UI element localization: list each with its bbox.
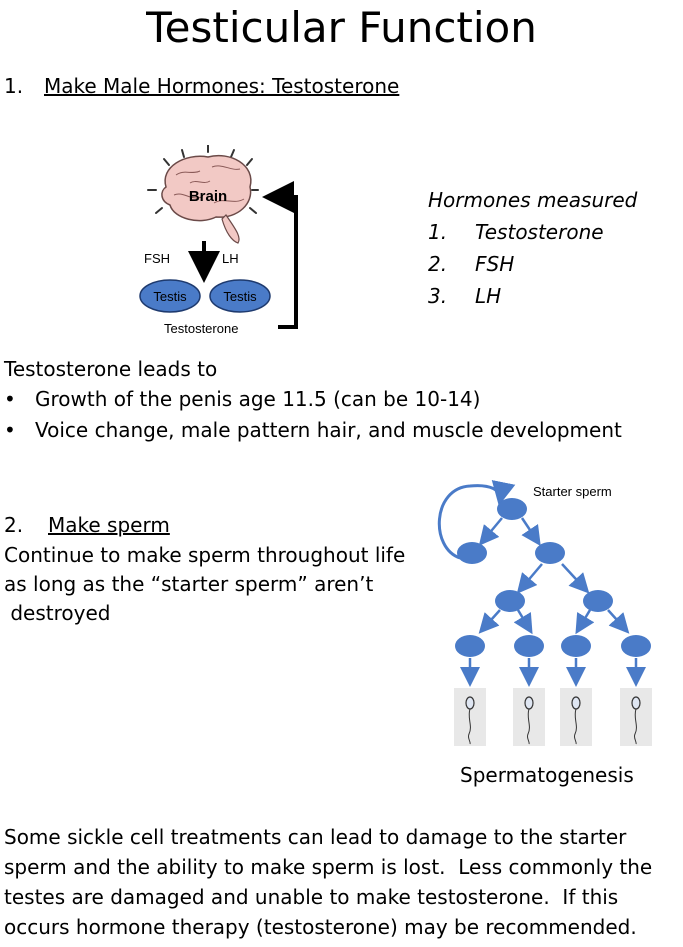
cell [535,542,565,564]
sperm-description: Continue to make sperm throughout life a… [4,543,406,625]
section-1-title: Make Male Hormones: Testosterone [44,74,400,98]
testosterone-label: Testosterone [164,321,238,336]
section-2-heading: 2. Make sperm [4,512,170,538]
cells [455,498,651,657]
list-item: •Growth of the penis age 11.5 (can be 10… [4,384,622,415]
bullet-icon: • [4,418,16,442]
cell [583,590,613,612]
cell [514,635,544,657]
testis-left: Testis [139,279,201,313]
sperm-icon [454,688,486,746]
list-item: •Voice change, male pattern hair, and mu… [4,415,622,446]
hormones-measured-list: Hormones measured 1.Testosterone 2.FSH 3… [428,184,637,312]
testis-right-label: Testis [223,289,257,304]
testis-left-label: Testis [153,289,187,304]
brain-rays [147,145,259,214]
sperm-icon [560,688,592,746]
cell [621,635,651,657]
section-2-title: Make sperm [48,513,170,537]
brain-label: Brain [189,188,227,205]
cell [561,635,591,657]
starter-sperm-label: Starter sperm [533,484,612,499]
page-title: Testicular Function [146,3,537,52]
testosterone-effects-list: •Growth of the penis age 11.5 (can be 10… [4,384,622,446]
hormone-item: 1.Testosterone [428,220,604,244]
section-1-number: 1. [4,74,24,98]
cell [495,590,525,612]
lh-label: LH [222,251,239,266]
bullet-icon: • [4,387,16,411]
brain-icon: Brain [161,154,252,244]
section-2-number: 2. [4,513,24,537]
hormone-item: 3.LH [428,284,502,308]
self-renewal-arrow [437,480,516,560]
hormone-item: 2.FSH [428,252,515,276]
sperm-icon [513,688,545,746]
cell [457,542,487,564]
feedback-arrow [262,181,298,329]
testosterone-effects-lead: Testosterone leads to [4,357,218,381]
fsh-label: FSH [144,251,170,266]
hormones-title: Hormones measured [428,188,638,212]
cell [455,635,485,657]
closing-paragraph: Some sickle cell treatments can lead to … [4,825,653,939]
hormone-feedback-diagram: Brain FSH LH Testis Testis Testosterone [139,145,298,336]
testis-right: Testis [209,279,271,313]
sperm-icon [620,688,652,746]
starter-cell [497,498,527,520]
spermatogenesis-diagram [437,480,652,746]
sperm-cells [454,688,652,746]
division-arrows [460,517,646,687]
spermatogenesis-caption: Spermatogenesis [460,763,634,787]
section-1-heading: 1. Make Male Hormones: Testosterone [4,73,399,99]
